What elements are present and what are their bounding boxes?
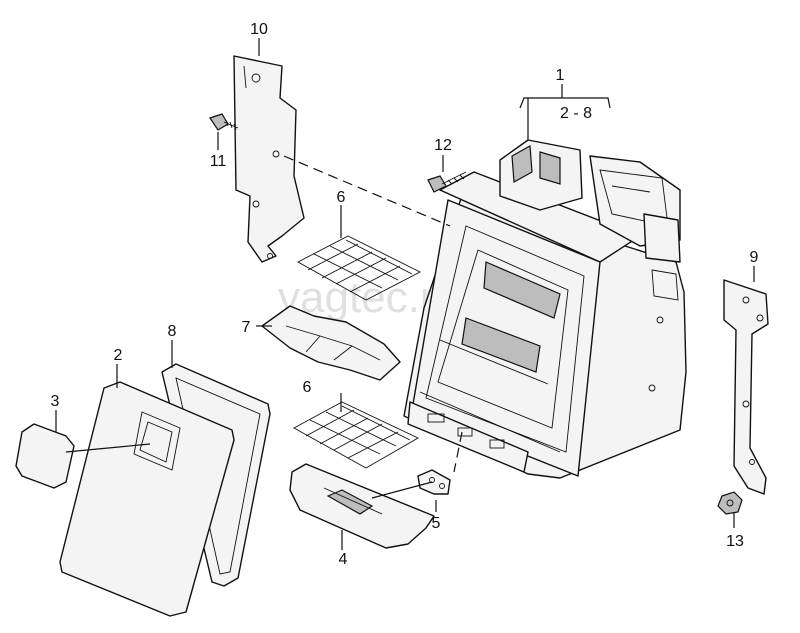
nut-13 bbox=[717, 491, 743, 515]
spring-grid-upper bbox=[297, 235, 421, 301]
callout-11: 11 bbox=[210, 153, 227, 170]
callout-4: 4 bbox=[339, 551, 348, 568]
callout-8: 8 bbox=[168, 323, 177, 340]
screw-12 bbox=[427, 171, 467, 193]
callout-5: 5 bbox=[432, 515, 441, 532]
callout-13: 13 bbox=[726, 533, 744, 550]
callout-6-lower: 6 bbox=[303, 379, 312, 396]
spring-grid-lower bbox=[293, 401, 419, 469]
callout-7: 7 bbox=[242, 319, 251, 336]
callout-12: 12 bbox=[434, 137, 452, 154]
callout-1: 1 bbox=[556, 67, 565, 84]
bracket-left bbox=[233, 55, 305, 263]
cover-panel bbox=[59, 381, 235, 617]
leader-lines bbox=[55, 38, 755, 550]
callout-9: 9 bbox=[750, 249, 759, 266]
handle-strip bbox=[289, 463, 435, 549]
cap bbox=[15, 423, 75, 489]
callout-3: 3 bbox=[51, 393, 60, 410]
clip bbox=[417, 469, 451, 495]
callout-6-upper: 6 bbox=[337, 189, 346, 206]
cushion-mat bbox=[261, 305, 401, 381]
housing-assembly bbox=[403, 139, 687, 479]
screw-11 bbox=[209, 113, 239, 131]
bracket-right bbox=[723, 279, 769, 495]
callout-2: 2 bbox=[114, 347, 123, 364]
callout-2-8: 2 - 8 bbox=[560, 105, 592, 122]
callout-10: 10 bbox=[250, 21, 268, 38]
